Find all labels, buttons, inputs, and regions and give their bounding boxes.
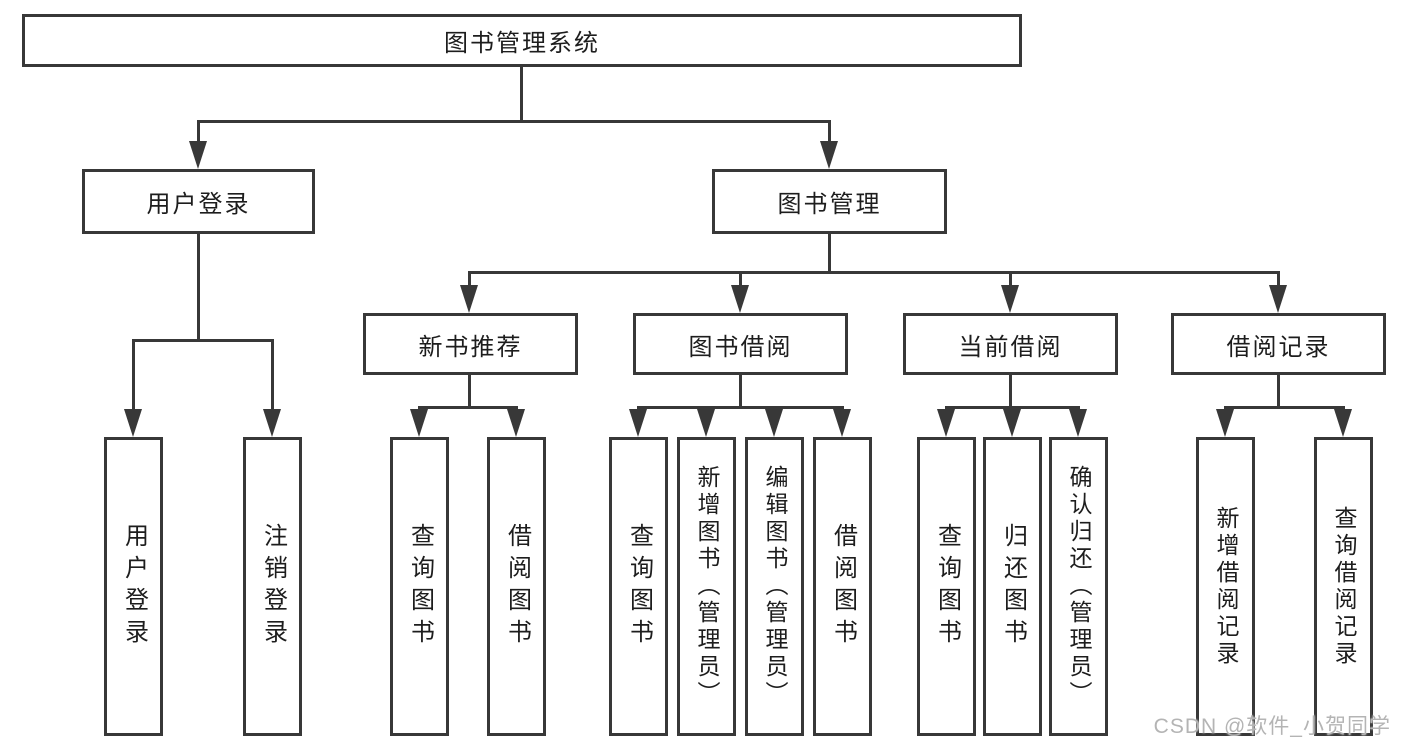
leaf-query-borrow-record: 查询借阅记录 <box>1314 437 1373 736</box>
connector <box>1277 271 1280 289</box>
leaf-edit-books-admin: 编辑图书（管理员） <box>745 437 804 736</box>
arrowhead-down-icon <box>460 285 478 313</box>
leaf-borrow-books-1: 借阅图书 <box>487 437 546 736</box>
leaf-borrow-books-2: 借阅图书 <box>813 437 872 736</box>
connector <box>520 67 523 123</box>
connector <box>828 234 831 274</box>
leaf-query-books-3: 查询图书 <box>917 437 976 736</box>
leaf-add-borrow-record-label: 新增借阅记录 <box>1213 505 1239 668</box>
arrowhead-down-icon <box>263 409 281 437</box>
arrowhead-down-icon <box>1269 285 1287 313</box>
node-new-book-recommendation-label: 新书推荐 <box>418 333 523 361</box>
leaf-return-books-label: 归还图书 <box>999 522 1027 651</box>
leaf-borrow-books-2-label: 借阅图书 <box>829 522 857 651</box>
arrowhead-down-icon <box>1334 409 1352 437</box>
arrowhead-down-icon <box>1003 409 1021 437</box>
connector <box>197 120 831 123</box>
node-root: 图书管理系统 <box>22 14 1022 67</box>
arrowhead-down-icon <box>697 409 715 437</box>
leaf-logout-label: 注销登录 <box>259 522 287 651</box>
leaf-query-books-1-label: 查询图书 <box>406 522 434 651</box>
arrowhead-down-icon <box>189 141 207 169</box>
connector <box>1009 271 1012 289</box>
node-book-borrowing: 图书借阅 <box>633 313 848 375</box>
connector <box>468 271 1280 274</box>
arrowhead-down-icon <box>820 141 838 169</box>
leaf-edit-books-admin-label: 编辑图书（管理员） <box>762 465 788 708</box>
arrowhead-down-icon <box>765 409 783 437</box>
leaf-query-borrow-record-label: 查询借阅记录 <box>1331 505 1357 668</box>
arrowhead-down-icon <box>731 285 749 313</box>
connector <box>271 339 274 411</box>
arrowhead-down-icon <box>937 409 955 437</box>
connector <box>197 120 200 144</box>
leaf-query-books-2: 查询图书 <box>609 437 668 736</box>
connector <box>418 406 518 409</box>
node-book-management: 图书管理 <box>712 169 947 234</box>
node-book-management-label: 图书管理 <box>777 191 882 218</box>
connector <box>1277 375 1280 409</box>
csdn-watermark: CSDN @软件_小贺同学 <box>1153 715 1391 738</box>
leaf-user-login-label: 用户登录 <box>120 522 148 651</box>
node-borrowing-records-label: 借阅记录 <box>1226 333 1331 361</box>
leaf-user-login: 用户登录 <box>104 437 163 736</box>
connector <box>1009 375 1012 409</box>
arrowhead-down-icon <box>833 409 851 437</box>
arrowhead-down-icon <box>1069 409 1087 437</box>
node-book-borrowing-label: 图书借阅 <box>688 333 793 361</box>
connector <box>739 375 742 409</box>
connector <box>1224 406 1345 409</box>
connector <box>468 375 471 409</box>
leaf-query-books-3-label: 查询图书 <box>933 522 961 651</box>
node-user-login-label: 用户登录 <box>146 191 251 218</box>
leaf-logout: 注销登录 <box>243 437 302 736</box>
node-new-book-recommendation: 新书推荐 <box>363 313 578 375</box>
node-current-borrowing: 当前借阅 <box>903 313 1118 375</box>
leaf-borrow-books-1-label: 借阅图书 <box>503 522 531 651</box>
connector <box>197 234 200 342</box>
node-current-borrowing-label: 当前借阅 <box>958 333 1063 361</box>
leaf-query-books-2-label: 查询图书 <box>625 522 653 651</box>
connector <box>468 271 471 289</box>
arrowhead-down-icon <box>1216 409 1234 437</box>
connector <box>828 120 831 144</box>
leaf-confirm-return-admin: 确认归还（管理员） <box>1049 437 1108 736</box>
leaf-confirm-return-admin-label: 确认归还（管理员） <box>1066 465 1092 708</box>
leaf-add-books-admin: 新增图书（管理员） <box>677 437 736 736</box>
arrowhead-down-icon <box>410 409 428 437</box>
node-user-login: 用户登录 <box>82 169 315 234</box>
node-root-label: 图书管理系统 <box>444 30 600 57</box>
leaf-add-borrow-record: 新增借阅记录 <box>1196 437 1255 736</box>
connector <box>637 406 844 409</box>
arrowhead-down-icon <box>124 409 142 437</box>
node-borrowing-records: 借阅记录 <box>1171 313 1386 375</box>
connector <box>739 271 742 289</box>
connector <box>132 339 135 411</box>
connector <box>132 339 274 342</box>
arrowhead-down-icon <box>507 409 525 437</box>
leaf-add-books-admin-label: 新增图书（管理员） <box>694 465 720 708</box>
arrowhead-down-icon <box>1001 285 1019 313</box>
leaf-return-books: 归还图书 <box>983 437 1042 736</box>
leaf-query-books-1: 查询图书 <box>390 437 449 736</box>
arrowhead-down-icon <box>629 409 647 437</box>
